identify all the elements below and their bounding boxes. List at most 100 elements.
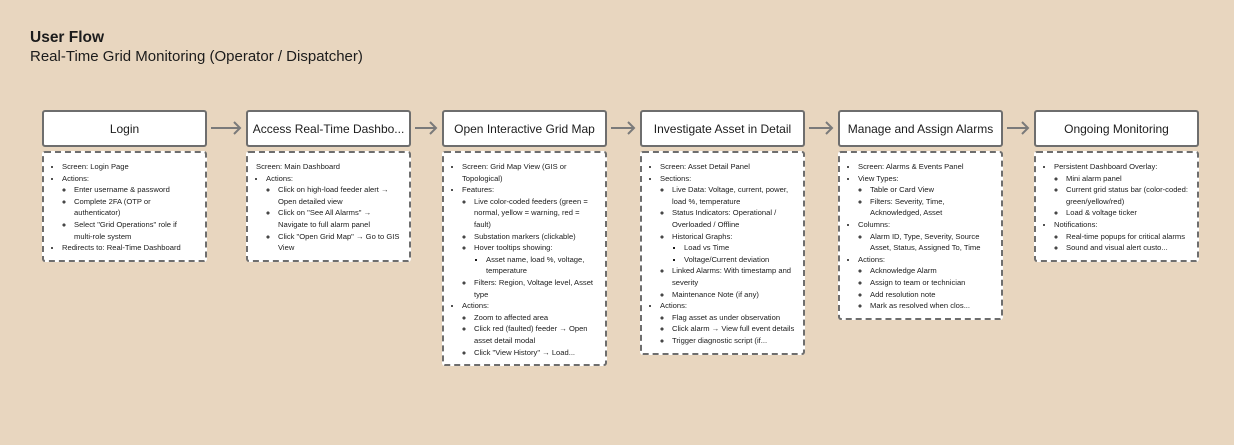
step-list-item-text: Screen: Asset Detail Panel <box>660 162 750 171</box>
step-list-item: Actions:Enter username & passwordComplet… <box>62 173 197 243</box>
step-list-item: Sections: Live Data: Voltage, current, po… <box>660 173 795 301</box>
arrow-head <box>1021 121 1030 135</box>
arrow-head <box>627 121 636 135</box>
flow-arrow-icon <box>1007 121 1030 135</box>
step-list-item-text: Trigger diagnostic script (if... <box>672 335 768 345</box>
step-list: Acknowledge AlarmAssign to team or techn… <box>858 265 993 311</box>
step-list-item: Filters: Severity, Time, Acknowledged, A… <box>870 196 993 219</box>
step-list-item: Click on "See All Alarms" → Navigate to … <box>278 207 401 230</box>
step-list-item-text: Filters: Region, Voltage level, Asset ty… <box>474 277 594 299</box>
step-list: Table or Card ViewFilters: Severity, Tim… <box>858 184 993 219</box>
step-list-item: Screen: Asset Detail Panel <box>660 161 795 173</box>
step-list: Real-time popups for critical alarmsSoun… <box>1054 231 1189 254</box>
step-detail-card: Screen: Login PageActions:Enter username… <box>42 151 207 262</box>
step-list-item-text: Actions: <box>266 173 294 183</box>
step-list-item: Complete 2FA (OTP or authenticator) <box>74 196 197 219</box>
step-list: Asset name, load %, voltage, temperature <box>474 254 597 277</box>
step-list: Persistent Dashboard Overlay: Mini alarm … <box>1044 161 1189 254</box>
step-list-item: Current grid status bar (color-coded: gr… <box>1066 184 1189 207</box>
step-list: Screen: Asset Detail PanelSections: Live … <box>650 161 795 347</box>
step-list-item-text: Flag asset as under observation <box>672 312 781 322</box>
step-list-item-text: Alarm ID, Type, Severity, Source Asset, … <box>870 231 981 253</box>
step-list-item-text: Click on high-load feeder alert → Open d… <box>278 185 389 206</box>
step-list-item: Live Data: Voltage, current, power, load… <box>672 184 795 207</box>
step-list-item-text: Columns: <box>858 219 891 229</box>
step-list-item: Persistent Dashboard Overlay: Mini alarm … <box>1054 161 1189 219</box>
flow-step: Access Real-Time Dashbo...Screen: Main D… <box>246 110 411 262</box>
step-list: Screen: Grid Map View (GIS or Topologica… <box>452 161 597 358</box>
step-list: Live color-coded feeders (green = normal… <box>462 196 597 300</box>
step-list-item-text: Live Data: Voltage, current, power, load… <box>672 185 789 206</box>
step-list-item-text: Features: <box>462 185 495 195</box>
step-title-card: Ongoing Monitoring <box>1034 110 1199 147</box>
step-list-item-text: Screen: Login Page <box>62 162 129 171</box>
step-list-item: Screen: Alarms & Events Panel <box>858 161 993 173</box>
step-list-item-text: View Types: <box>858 173 899 183</box>
step-list-item-text: Screen: Grid Map View (GIS or Topologica… <box>462 162 567 183</box>
step-title-card: Manage and Assign Alarms <box>838 110 1003 147</box>
step-list-item-text: Add resolution note <box>870 289 936 299</box>
step-list-item: Status Indicators: Operational / Overloa… <box>672 207 795 230</box>
step-list-item-text: Current grid status bar (color-coded: gr… <box>1066 185 1188 206</box>
step-list-item: Real-time popups for critical alarms <box>1066 231 1189 243</box>
step-list-item-text: Complete 2FA (OTP or authenticator) <box>74 196 151 218</box>
step-list-item-text: Table or Card View <box>870 185 935 195</box>
step-list: Zoom to affected areaClick red (faulted)… <box>462 312 597 358</box>
step-list-item: Assign to team or technician <box>870 277 993 289</box>
step-list: Screen: Alarms & Events PanelView Types:… <box>848 161 993 312</box>
step-list-item: Screen: Grid Map View (GIS or Topologica… <box>462 161 597 184</box>
step-list-item: Sound and visual alert custo... <box>1066 242 1189 254</box>
step-list: Live Data: Voltage, current, power, load… <box>660 184 795 300</box>
step-list-item: Linked Alarms: With timestamp and severi… <box>672 265 795 288</box>
step-list-item: Columns: Alarm ID, Type, Severity, Source… <box>858 219 993 254</box>
step-list-item: Maintenance Note (if any) <box>672 289 795 301</box>
step-list-item-text: Actions: <box>858 254 886 264</box>
step-list-item-text: Click "View History" → Load... <box>474 347 576 357</box>
step-list-item: Asset name, load %, voltage, temperature <box>486 254 597 277</box>
arrow-head <box>825 121 834 135</box>
step-list-item-text: Sound and visual alert custo... <box>1066 243 1168 253</box>
step-list-item: Actions:Flag asset as under observationC… <box>660 300 795 346</box>
step-list: Alarm ID, Type, Severity, Source Asset, … <box>858 231 993 254</box>
step-list-item: Add resolution note <box>870 289 993 301</box>
step-list-item-text: Screen: Main Dashboard <box>256 162 340 171</box>
step-list-item: Alarm ID, Type, Severity, Source Asset, … <box>870 231 993 254</box>
diagram-subtitle: Real-Time Grid Monitoring (Operator / Di… <box>30 48 363 65</box>
step-list-item-text: Click alarm → View full event details <box>672 324 795 334</box>
step-list-item: Filters: Region, Voltage level, Asset ty… <box>474 277 597 300</box>
flow-step: Investigate Asset in DetailScreen: Asset… <box>640 110 805 355</box>
flow-arrow-icon <box>809 121 834 135</box>
step-list-item: Screen: Login Page <box>62 161 197 173</box>
step-list-item-text: Actions: <box>462 301 490 311</box>
step-list-item-text: Hover tooltips showing: <box>474 243 553 253</box>
diagram-title: User Flow <box>30 29 105 46</box>
step-title-card: Open Interactive Grid Map <box>442 110 607 147</box>
flow-arrow-icon <box>611 121 636 135</box>
step-detail-card: Screen: Grid Map View (GIS or Topologica… <box>442 151 607 367</box>
step-list-item-text: Assign to team or technician <box>870 277 966 287</box>
step-list-item-text: Redirects to: Real-Time Dashboard <box>62 243 181 253</box>
step-list-item-text: Zoom to affected area <box>474 312 549 322</box>
step-list: Enter username & passwordComplete 2FA (O… <box>62 184 197 242</box>
step-list-item-text: Click on "See All Alarms" → Navigate to … <box>278 208 372 229</box>
step-detail-card: Screen: Asset Detail PanelSections: Live … <box>640 151 805 355</box>
step-detail-card: Screen: Main DashboardActions: Click on h… <box>246 151 411 262</box>
step-list-item: Click on high-load feeder alert → Open d… <box>278 184 401 207</box>
step-list-item-text: Sections: <box>660 173 692 183</box>
step-list-item-text: Substation markers (clickable) <box>474 231 576 241</box>
step-list-item: Table or Card View <box>870 184 993 196</box>
step-list-item-text: Voltage/Current deviation <box>684 254 770 264</box>
step-list-item: Screen: Main Dashboard <box>256 161 401 173</box>
step-list-item: Historical Graphs:Load vs TimeVoltage/Cu… <box>672 231 795 266</box>
step-list-item-text: Click "Open Grid Map" → Go to GIS View <box>278 231 400 253</box>
step-list-item-text: Mini alarm panel <box>1066 173 1122 183</box>
step-list-item: Redirects to: Real-Time Dashboard <box>62 242 197 254</box>
step-list-item: Zoom to affected area <box>474 312 597 324</box>
step-list-item: Actions:Acknowledge AlarmAssign to team … <box>858 254 993 312</box>
step-list-item-text: Persistent Dashboard Overlay: <box>1054 162 1158 171</box>
step-list-item-text: Status Indicators: Operational / Overloa… <box>672 208 777 229</box>
flow-arrow-icon <box>211 121 242 135</box>
step-list-item: View Types:Table or Card ViewFilters: Se… <box>858 173 993 219</box>
step-list-item: Notifications:Real-time popups for criti… <box>1054 219 1189 254</box>
